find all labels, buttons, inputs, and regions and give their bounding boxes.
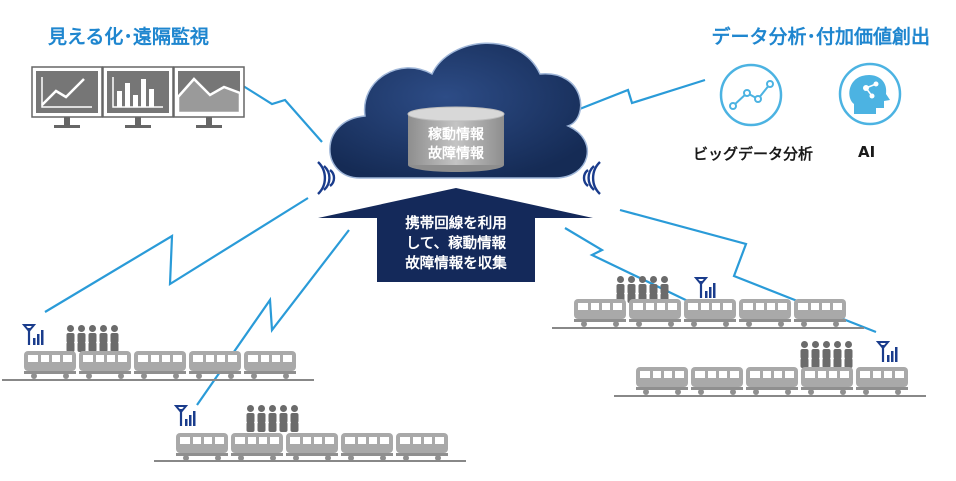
arrow-text-line-1: 携帯回線を利用	[405, 216, 507, 232]
database-label-failure: 故障情報	[428, 146, 484, 162]
monitor-line-chart	[31, 66, 103, 129]
passengers-4	[800, 341, 853, 368]
arrow-text-line-3: 故障情報を収集	[405, 256, 507, 272]
monitor-group	[31, 66, 245, 129]
arrow-text-line-2: して、稼動情報	[405, 236, 507, 252]
scatter-line-icon	[719, 63, 783, 127]
visualization-heading: 見える化･遠隔監視	[48, 26, 209, 48]
database-icon	[407, 106, 505, 172]
database-label-operation: 稼動情報	[428, 127, 484, 143]
passengers-3	[616, 276, 669, 303]
train-set-2	[154, 404, 466, 462]
wireless-signal-icon	[317, 161, 601, 195]
bar-chart-icon	[117, 79, 154, 107]
ai-label: AI	[858, 143, 876, 161]
link-train1-cloud	[44, 197, 309, 313]
link-train2-cloud	[196, 229, 350, 406]
area-chart-icon	[176, 77, 242, 115]
line-chart-icon	[41, 78, 85, 106]
link-monitor-cloud	[239, 83, 323, 143]
train-set-4	[614, 340, 926, 397]
train-set-3	[552, 276, 864, 329]
monitor-area-chart	[173, 66, 245, 129]
passengers-2	[246, 405, 299, 432]
train-set-1	[2, 323, 314, 381]
ai-head-icon	[838, 62, 902, 126]
upload-arrow	[318, 188, 593, 282]
passengers-1	[66, 325, 119, 352]
analysis-heading: データ分析･付加価値創出	[711, 26, 930, 48]
monitor-bar-chart	[102, 66, 174, 129]
bigdata-label: ビッグデータ分析	[693, 145, 814, 163]
link-cloud-analysis	[571, 78, 706, 114]
